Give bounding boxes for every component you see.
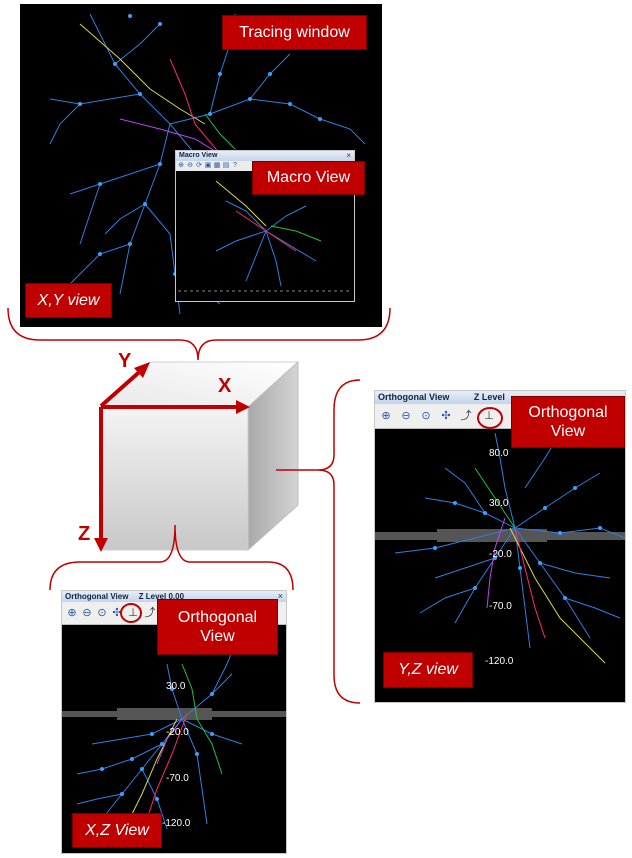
z-tick-label: -20.0: [489, 549, 512, 560]
zoom-in-icon[interactable]: ⊕: [67, 607, 77, 619]
window-title: Orthogonal View: [378, 392, 450, 402]
right-bracket: [317, 379, 361, 704]
yz-view-label: Y,Z view: [383, 652, 473, 688]
z-tick-label: -120.0: [485, 656, 514, 667]
zoom-out-icon[interactable]: ⊖: [82, 607, 92, 619]
z-level-text: Z Level 0.00: [138, 592, 185, 601]
highlight-circle-icon: [120, 603, 142, 623]
xy-view-label: X,Y view: [25, 283, 112, 318]
macro-view-tracing: [178, 180, 352, 292]
z-tick-label: -70.0: [166, 773, 189, 784]
cube-side-face: [247, 360, 299, 552]
z-tick-label: 30.0: [489, 498, 509, 509]
center-icon[interactable]: ✣: [112, 607, 122, 619]
zoom-out-icon[interactable]: ⊖: [187, 162, 193, 169]
zoom-reset-icon[interactable]: ⊙: [97, 607, 107, 619]
macro-view-label: Macro View: [252, 161, 365, 195]
axis-swap-icon[interactable]: ⤴: [144, 607, 156, 619]
refresh-icon[interactable]: ⟳: [196, 162, 202, 169]
xz-neuron-tracing: [62, 638, 286, 830]
zoom-in-icon[interactable]: ⊕: [381, 410, 391, 422]
cube-front-face: [99, 406, 249, 551]
macro-view-titlebar[interactable]: Macro View: [176, 151, 354, 161]
view-icon[interactable]: ▣: [204, 162, 212, 169]
z-axis-label: Z: [78, 523, 91, 545]
z-tick-label: -70.0: [489, 601, 512, 612]
z-tick-label: -120.0: [162, 818, 191, 829]
axis-swap-icon[interactable]: ⤴: [460, 410, 472, 422]
xz-view-label: X,Z View: [72, 813, 162, 848]
center-icon[interactable]: ✣: [441, 410, 451, 422]
tracing-window-label: Tracing window: [222, 15, 367, 50]
orthogonal-view-right-window[interactable]: Orthogonal View Z Level ⊕ ⊖ ⊙ ✣ ⤴ ⊥: [374, 390, 626, 703]
close-icon[interactable]: ×: [346, 151, 351, 160]
zoom-in-icon[interactable]: ⊕: [178, 162, 184, 169]
orthogonal-view-bottom-label: Orthogonal View: [157, 599, 278, 655]
z-level-text: Z Level: [473, 392, 505, 402]
zoom-reset-icon[interactable]: ⊙: [421, 410, 431, 422]
axis-toggle-icon[interactable]: ⊥: [128, 607, 138, 619]
z-tick-label: 80.0: [489, 448, 509, 459]
z-tick-label: 30.0: [166, 681, 186, 692]
layers-icon[interactable]: ▤: [222, 162, 230, 169]
settings-icon[interactable]: ▦: [213, 162, 221, 169]
orthogonal-view-bottom-titlebar[interactable]: Orthogonal View Z Level 0.00: [62, 591, 286, 602]
close-icon[interactable]: ×: [277, 591, 283, 601]
x-axis-label: X: [218, 375, 232, 397]
z-tick-label: -20.0: [166, 727, 189, 738]
axis-toggle-icon[interactable]: ⊥: [484, 410, 494, 422]
help-icon[interactable]: ?: [233, 162, 237, 169]
yz-neuron-tracing: [375, 432, 625, 664]
window-title: Orthogonal View: [65, 592, 129, 601]
orthogonal-view-right-label: Orthogonal View: [511, 396, 625, 448]
y-axis-label: Y: [118, 350, 132, 372]
highlight-circle-icon: [477, 407, 503, 429]
zoom-out-icon[interactable]: ⊖: [401, 410, 411, 422]
